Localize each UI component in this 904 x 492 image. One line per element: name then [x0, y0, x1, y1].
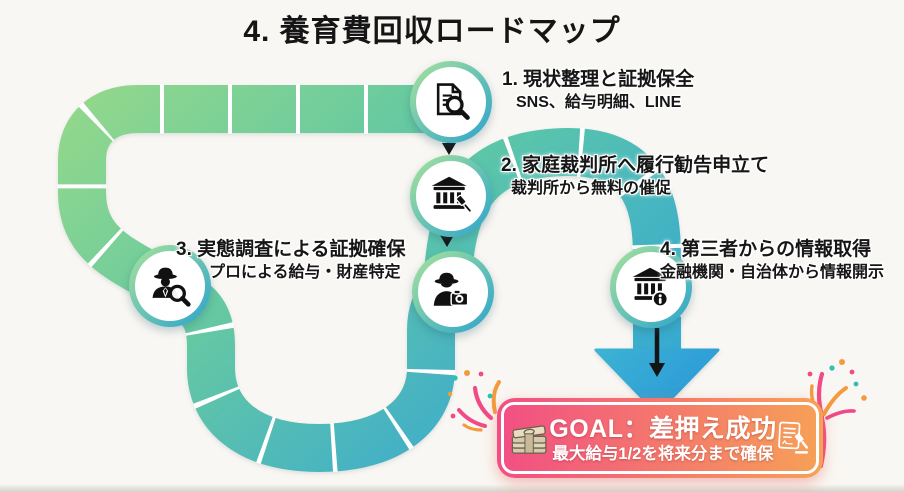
step1-title: 1. 現状整理と証拠保全	[502, 69, 695, 90]
step2-title: 2. 家庭裁判所へ履行勧告申立て	[501, 155, 770, 176]
step4-text: 4. 第三者からの情報取得 金融機関・自治体から情報開示	[660, 238, 884, 283]
detective-search-icon	[152, 267, 191, 307]
step3-camera-node	[412, 251, 494, 333]
step1-subtitle: SNS、給与明細、LINE	[516, 94, 682, 111]
step1-node	[410, 61, 492, 143]
step3-subtitle: プロによる給与・財産特定	[209, 264, 401, 281]
bank-info-icon	[632, 267, 669, 308]
step3-investigator-node	[129, 245, 211, 327]
step4-subtitle: 金融機関・自治体から情報開示	[660, 264, 885, 281]
floor-shadow	[0, 484, 904, 492]
page-title: 4. 養育費回収ロードマップ	[243, 15, 621, 48]
step4-node	[610, 246, 692, 328]
money-stack-icon	[511, 425, 547, 454]
road-snake	[58, 85, 463, 473]
step1-text: 1. 現状整理と証拠保全 SNS、給与明細、LINE	[502, 68, 694, 113]
step2-subtitle: 裁判所から無料の催促	[511, 180, 672, 197]
goal-banner: GOAL：差押え成功 最大給与1/2を将来分まで確保	[497, 398, 823, 478]
judgment-gavel-icon	[778, 421, 809, 454]
step3-title: 3. 実態調査による証拠確保	[176, 239, 406, 260]
detective-camera-icon	[433, 272, 469, 307]
courthouse-gavel-icon	[431, 176, 473, 213]
goal-subtitle: 最大給与1/2を将来分まで確保	[552, 445, 774, 463]
step3-text: 3. 実態調査による証拠確保 プロによる給与・財産特定	[176, 238, 406, 283]
step2-text: 2. 家庭裁判所へ履行勧告申立て 裁判所から無料の催促	[501, 154, 769, 199]
step2-node	[410, 155, 492, 237]
goal-label: GOAL：差押え成功	[549, 415, 777, 443]
confetti-left-icon	[447, 370, 501, 432]
flow-arrow-step4-to-goal	[649, 328, 665, 377]
step4-title: 4. 第三者からの情報取得	[660, 239, 872, 260]
document-search-icon	[436, 83, 470, 120]
